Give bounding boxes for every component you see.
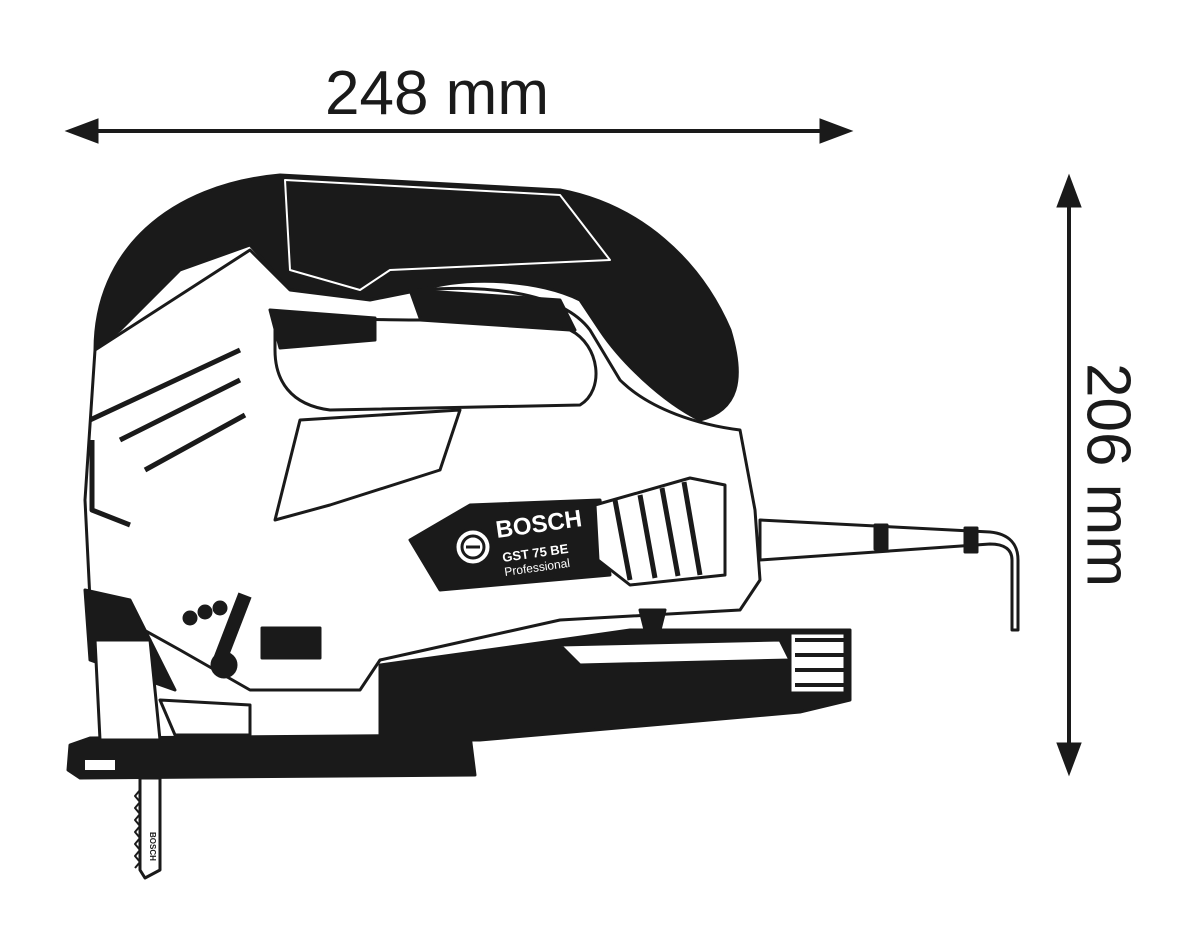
height-dimension-arrow — [1056, 173, 1082, 777]
jigsaw-body — [66, 173, 1020, 880]
width-dimension-label: 248 mm — [325, 59, 549, 128]
width-dimension-arrow — [64, 118, 854, 144]
blade-brand-text: BOSCH — [148, 832, 157, 861]
